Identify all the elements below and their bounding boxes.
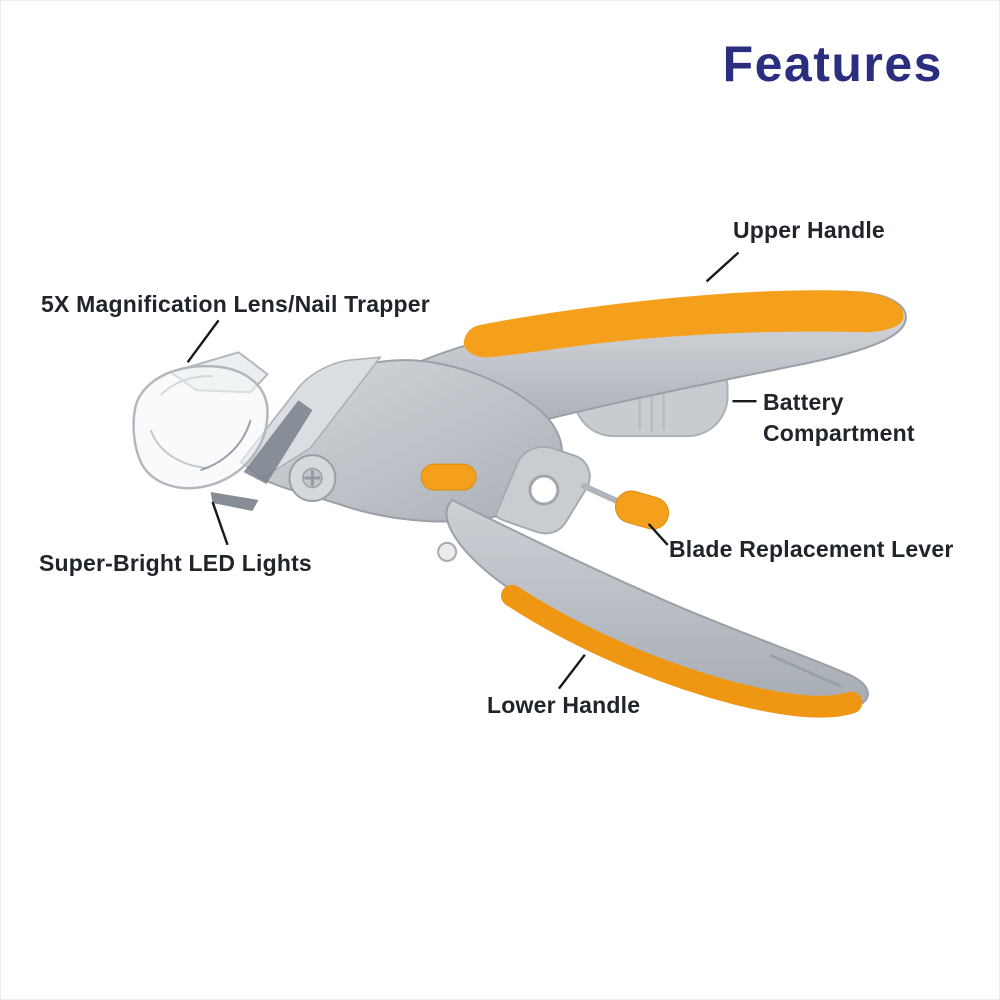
lower-handle-slot — [769, 654, 841, 688]
label-upper-handle: Upper Handle — [733, 217, 885, 243]
blade-slot — [243, 400, 313, 485]
leader-line-lever — [647, 523, 669, 546]
lower-handle-grip — [500, 584, 863, 718]
power-button — [420, 463, 477, 491]
label-led-lights: Super-Bright LED Lights — [39, 550, 312, 576]
bracket-hole — [528, 474, 560, 506]
leader-line-lens — [186, 319, 220, 363]
label-blade-replacement-lever: Blade Replacement Lever — [669, 536, 954, 562]
lower-handle — [437, 498, 869, 718]
handle-rivet — [437, 541, 458, 562]
leader-lines — [186, 251, 757, 690]
page-title: Features — [722, 36, 943, 92]
leader-line-lower-handle — [557, 653, 586, 690]
leader-line-upper-handle — [705, 251, 740, 283]
label-battery-compartment: Battery Compartment — [763, 389, 915, 447]
blade-replacement-lever — [614, 490, 670, 530]
led-lights — [210, 492, 259, 511]
magnification-lens — [132, 351, 269, 490]
label-magnification-lens: 5X Magnification Lens/Nail Trapper — [41, 291, 430, 317]
controls — [288, 454, 477, 502]
blade-replacement-assembly — [494, 445, 670, 535]
leader-line-led — [211, 501, 229, 546]
label-lower-handle: Lower Handle — [487, 692, 641, 718]
upper-handle-grip — [463, 290, 904, 358]
